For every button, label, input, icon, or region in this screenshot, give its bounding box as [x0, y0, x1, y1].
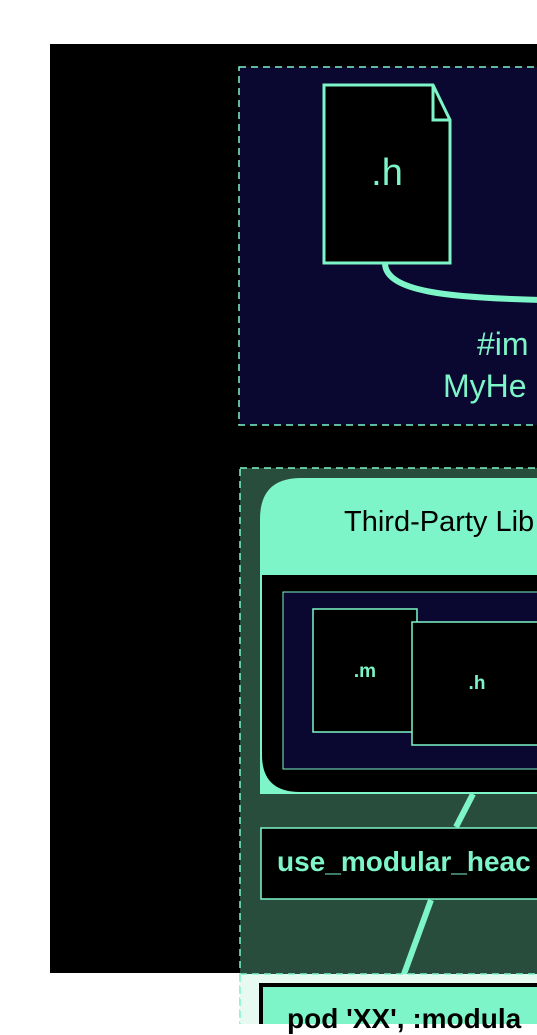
modular-headers-box	[260, 827, 537, 900]
connector-library-to-modular	[453, 792, 476, 829]
header-file-label: .h	[371, 152, 403, 194]
import-statement-line2: MyHe	[443, 368, 527, 404]
connector-modular-to-pod	[397, 898, 434, 987]
file-fold-corner	[431, 85, 450, 122]
header-file-icon	[322, 83, 452, 265]
file-m-label: .m	[353, 661, 377, 682]
file-m-card	[312, 608, 418, 733]
modular-headers-label: use_modular_heac	[277, 846, 531, 877]
file-h-label: .h	[468, 673, 486, 694]
pod-statement-label: pod 'XX', :modula	[287, 1003, 522, 1034]
import-connector	[382, 262, 537, 303]
pod-box	[259, 983, 537, 1024]
import-statement-line1: #im	[477, 326, 529, 362]
file-h-card	[411, 621, 537, 746]
library-title: Third-Party Lib	[344, 506, 535, 538]
